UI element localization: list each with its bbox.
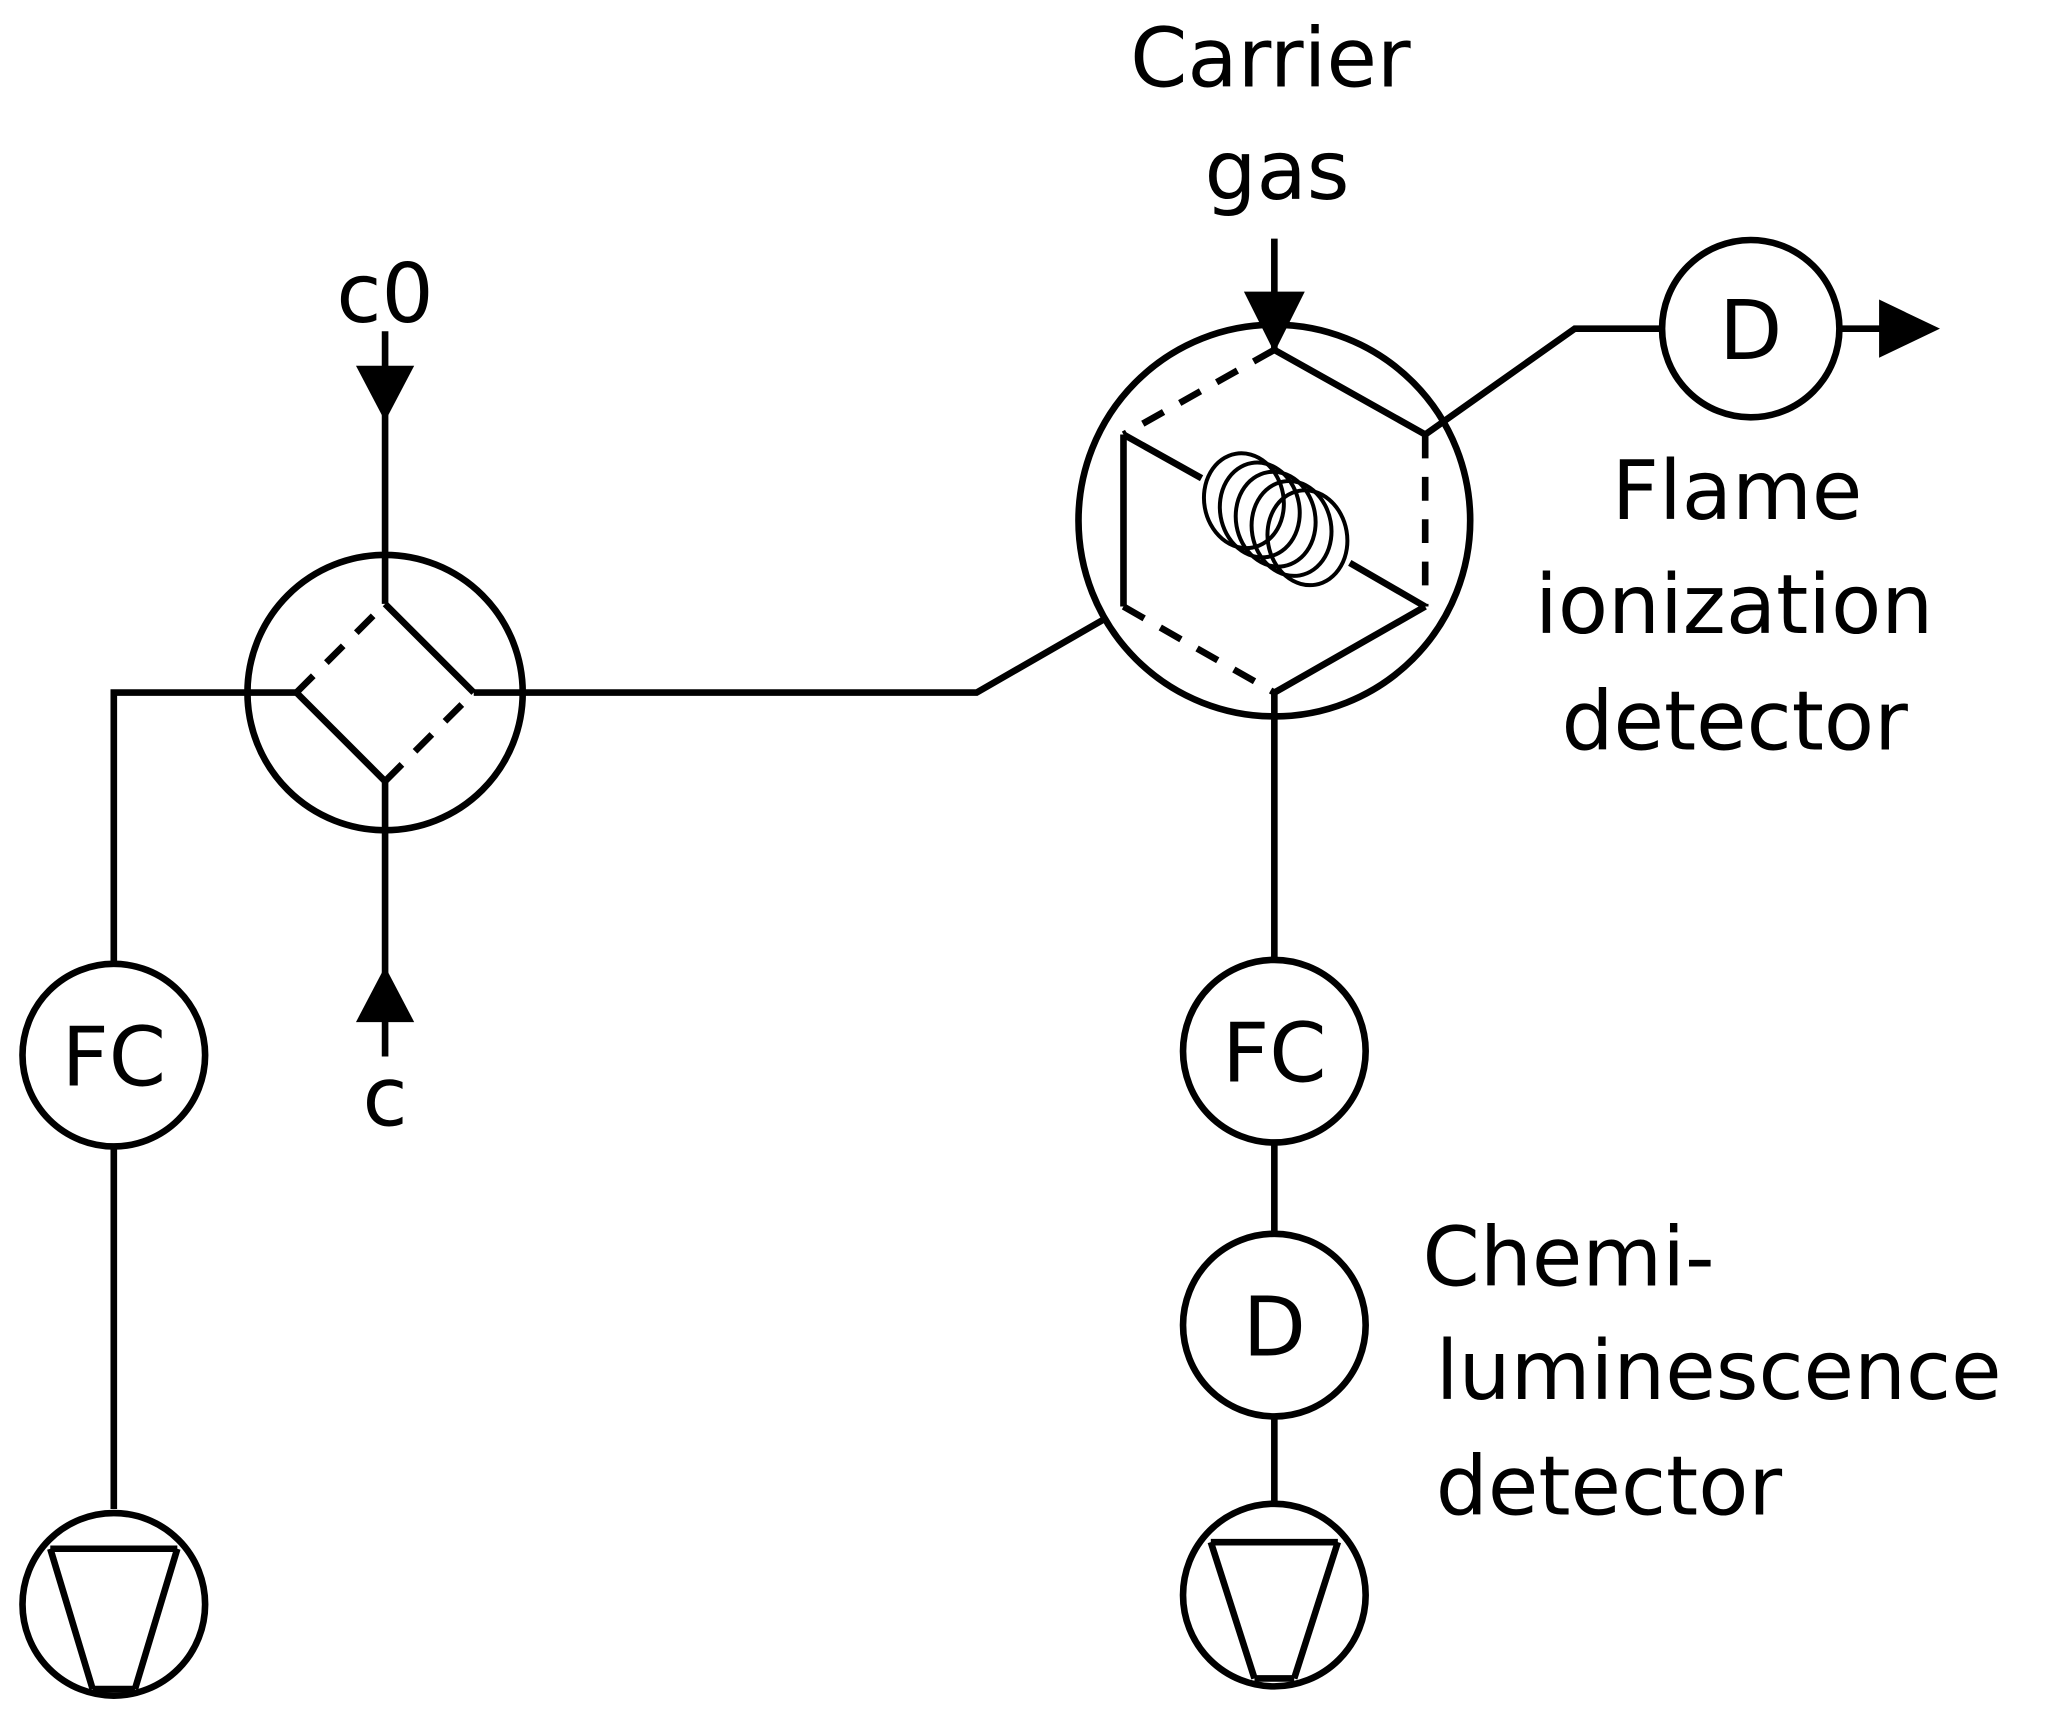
transfer-line xyxy=(473,603,1128,696)
label-cld-1: Chemi- xyxy=(1423,1210,1715,1305)
label-fid-3: detector xyxy=(1561,674,1908,769)
valve-path xyxy=(294,690,388,784)
carrier-gas-arrow-icon xyxy=(1243,291,1305,353)
fid-outlet-arrow-icon xyxy=(1879,299,1940,358)
c-arrow-icon xyxy=(355,966,415,1023)
valve-path-alt xyxy=(294,601,388,695)
six-port-valve xyxy=(1075,321,1474,720)
fid-line xyxy=(1423,325,1661,438)
left-flow-line xyxy=(110,689,297,962)
detector-cld-label: D xyxy=(1243,1281,1306,1376)
label-cld-3: detector xyxy=(1436,1439,1783,1534)
c0-arrow-icon xyxy=(355,365,415,422)
label-carrier-gas-1: Carrier xyxy=(1130,11,1411,106)
label-carrier-gas-2: gas xyxy=(1204,124,1349,219)
valve-path-alt xyxy=(382,690,477,784)
label-fid-2: ionization xyxy=(1535,558,1933,653)
flow-controller-left-label: FC xyxy=(62,1011,166,1106)
label-c: c xyxy=(363,1050,408,1145)
sample-loop-coil-icon xyxy=(1201,451,1350,588)
detector-fid-label: D xyxy=(1719,284,1782,379)
label-fid-1: Flame xyxy=(1612,444,1863,539)
flow-controller-right-label: FC xyxy=(1222,1007,1326,1102)
label-cld-2: luminescence xyxy=(1436,1324,2002,1419)
valve-body xyxy=(1075,321,1474,720)
pump-left-icon xyxy=(19,1509,209,1699)
pump-right-icon xyxy=(1179,1500,1369,1690)
valve-path xyxy=(382,601,477,695)
label-c0: c0 xyxy=(336,247,433,342)
